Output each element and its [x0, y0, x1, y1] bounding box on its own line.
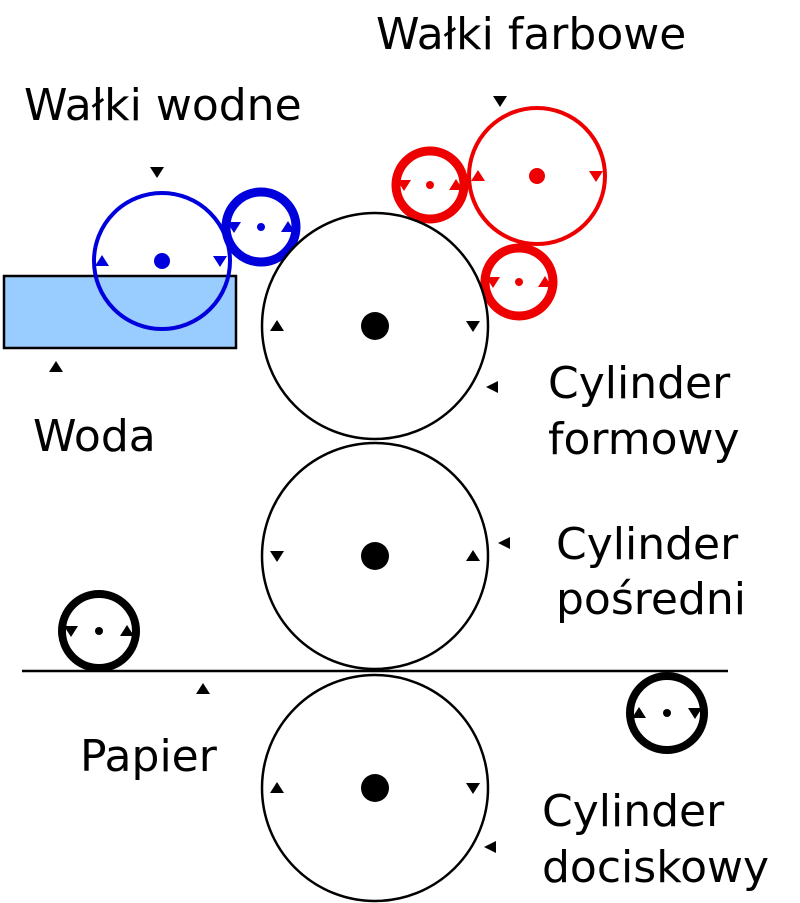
ink-roller-large: [467, 106, 607, 246]
label-impression-cylinder-line2: dociskowy: [542, 842, 769, 893]
plate-cylinder: [260, 211, 490, 441]
water-roller-large: [92, 191, 232, 331]
pointer-paper: [196, 683, 210, 694]
pointer-plate-cylinder: [486, 381, 498, 393]
ink-roller-left: [391, 146, 469, 224]
label-water-rollers: Wałki wodne: [24, 80, 302, 131]
blanket-cylinder: [260, 441, 490, 671]
label-blanket-cylinder-line2: pośredni: [556, 574, 746, 625]
label-paper: Papier: [80, 731, 218, 782]
ink-roller-bottom: [480, 243, 558, 321]
paper-roller-right: [626, 672, 708, 754]
label-blanket-cylinder-line1: Cylinder: [556, 519, 739, 570]
label-water: Woda: [33, 411, 156, 462]
label-ink-rollers: Wałki farbowe: [376, 9, 686, 60]
water-roller-small: [221, 187, 301, 267]
label-plate-cylinder-line1: Cylinder: [548, 358, 731, 409]
pointer-ink-rollers: [493, 96, 507, 107]
pointer-impression-cylinder: [484, 841, 496, 853]
impression-cylinder: [260, 673, 490, 903]
label-impression-cylinder-line1: Cylinder: [542, 786, 725, 837]
pointer-water-rollers: [150, 167, 164, 178]
paper-roller-left: [58, 590, 140, 672]
pointer-water: [49, 361, 63, 372]
label-plate-cylinder-line2: formowy: [548, 414, 740, 465]
pointer-blanket-cylinder: [498, 537, 510, 549]
